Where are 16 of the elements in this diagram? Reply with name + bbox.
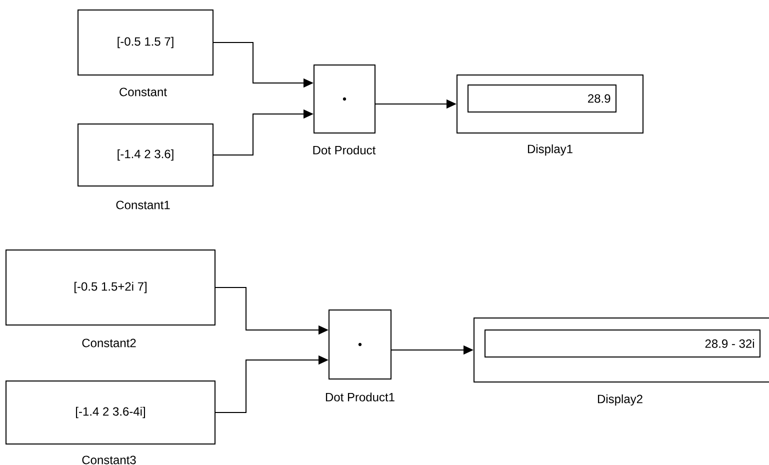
block-label: Display2 xyxy=(598,394,642,406)
constant-block: [-1.4 2 3.6-4i] xyxy=(6,380,216,444)
constant-block: [-1.4 2 3.6] xyxy=(78,124,214,186)
constant-block: [-0.5 1.5+2i 7] xyxy=(6,250,216,326)
display-block: 28.9 xyxy=(456,74,644,134)
block-label: Constant3 xyxy=(82,456,136,464)
block-label: Display1 xyxy=(528,144,572,156)
display-block: 28.9 - 32i xyxy=(474,318,769,382)
block-label: Constant xyxy=(120,88,167,96)
dot-product-block xyxy=(314,64,376,134)
constant-block: [-0.5 1.5 7] xyxy=(78,10,214,76)
dot-product-block xyxy=(328,310,392,380)
block-label: Constant1 xyxy=(116,200,170,210)
block-label: Dot Product xyxy=(313,146,376,154)
block-label: Dot Product1 xyxy=(326,392,394,402)
block-label: Constant2 xyxy=(82,338,136,348)
